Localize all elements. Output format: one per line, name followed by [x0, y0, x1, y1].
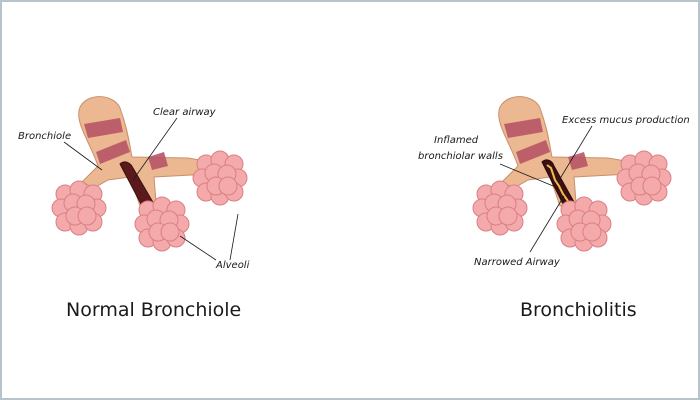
label-alveoli: Alveoli [215, 260, 250, 271]
normal-bronchiole-illustration [51, 96, 248, 261]
alveoli-cluster-right-2 [616, 150, 672, 206]
caption-normal: Normal Bronchiole [66, 299, 241, 321]
caption-bronchiolitis: Bronchiolitis [520, 299, 637, 321]
label-clear-airway: Clear airway [153, 107, 217, 118]
alveoli-cluster-bottom [134, 196, 190, 252]
bronchiolitis-illustration [472, 96, 672, 253]
alveoli-cluster-right [192, 150, 248, 206]
alveoli-cluster-bottom-2 [556, 196, 612, 252]
alveoli-cluster-left-2 [472, 180, 528, 236]
label-inflamed-1: Inflamed [434, 135, 479, 146]
label-narrowed-airway: Narrowed Airway [474, 257, 561, 268]
label-bronchiole: Bronchiole [18, 131, 71, 142]
label-mucus: Excess mucus production [562, 115, 690, 126]
alveoli-cluster-left [51, 180, 107, 236]
label-inflamed-2: bronchiolar walls [418, 151, 503, 162]
